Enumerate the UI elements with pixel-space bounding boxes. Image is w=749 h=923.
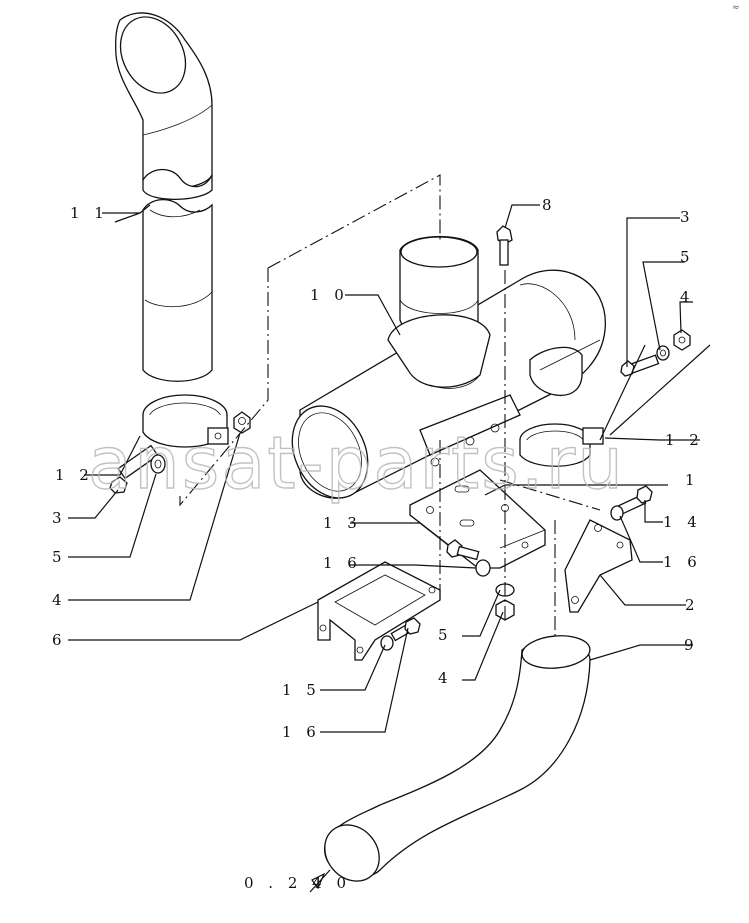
callout-5-mid: 5 [438, 626, 453, 644]
right-washer [656, 345, 670, 361]
left-washer [150, 454, 166, 474]
exhaust-stack-upper [114, 12, 213, 201]
left-clamp [142, 394, 229, 448]
callout-2: 2 [685, 596, 700, 614]
bolt-8 [496, 225, 513, 266]
left-bolt [109, 444, 159, 494]
callout-8: 8 [542, 196, 557, 214]
reference-number: 0 . 2 4 0 [244, 874, 351, 892]
callout-4-mid: 4 [438, 669, 453, 687]
watermark: ansat-parts.ru [88, 421, 625, 505]
callout-14: 1 4 [663, 513, 702, 531]
bolt-13 [446, 539, 480, 561]
callout-3-right: 3 [680, 208, 695, 226]
callout-5-left: 5 [52, 548, 67, 566]
support-bracket [564, 519, 633, 613]
right-nut [673, 329, 691, 351]
callout-10: 1 0 [310, 286, 349, 304]
right-clamp [519, 423, 604, 467]
callout-labels: 1 1 1 2 3 5 4 6 1 0 8 3 5 4 1 2 1 1 3 1 … [52, 3, 740, 892]
intake-hose [324, 635, 591, 882]
exhaust-stack-lower [142, 199, 213, 382]
left-nut [233, 411, 251, 434]
callout-16-mid: 1 6 [323, 554, 362, 572]
callout-11: 1 1 [70, 204, 109, 222]
callout-4-left: 4 [52, 591, 67, 609]
washer-16-mid [475, 559, 491, 577]
frame-bracket [317, 561, 441, 661]
callout-6: 6 [52, 631, 67, 649]
muffler [291, 235, 606, 499]
corner-mark: ≈ [732, 3, 740, 13]
callout-3-left: 3 [52, 509, 67, 527]
callout-15: 1 5 [282, 681, 321, 699]
callout-16-right: 1 6 [663, 553, 702, 571]
callout-5-right: 5 [680, 248, 695, 266]
bolt-15 [390, 617, 421, 642]
washer-16-lower [380, 635, 394, 651]
callout-16-lower: 1 6 [282, 723, 321, 741]
callout-13: 1 3 [323, 514, 362, 532]
callout-4-right: 4 [680, 288, 695, 306]
callout-1: 1 [685, 471, 700, 489]
callout-12-left: 1 2 [55, 466, 94, 484]
leader-lines [68, 204, 711, 893]
right-bolt [620, 354, 660, 377]
callout-9: 9 [684, 636, 699, 654]
callout-12-right: 1 2 [665, 431, 704, 449]
assembly-lines [179, 174, 601, 640]
